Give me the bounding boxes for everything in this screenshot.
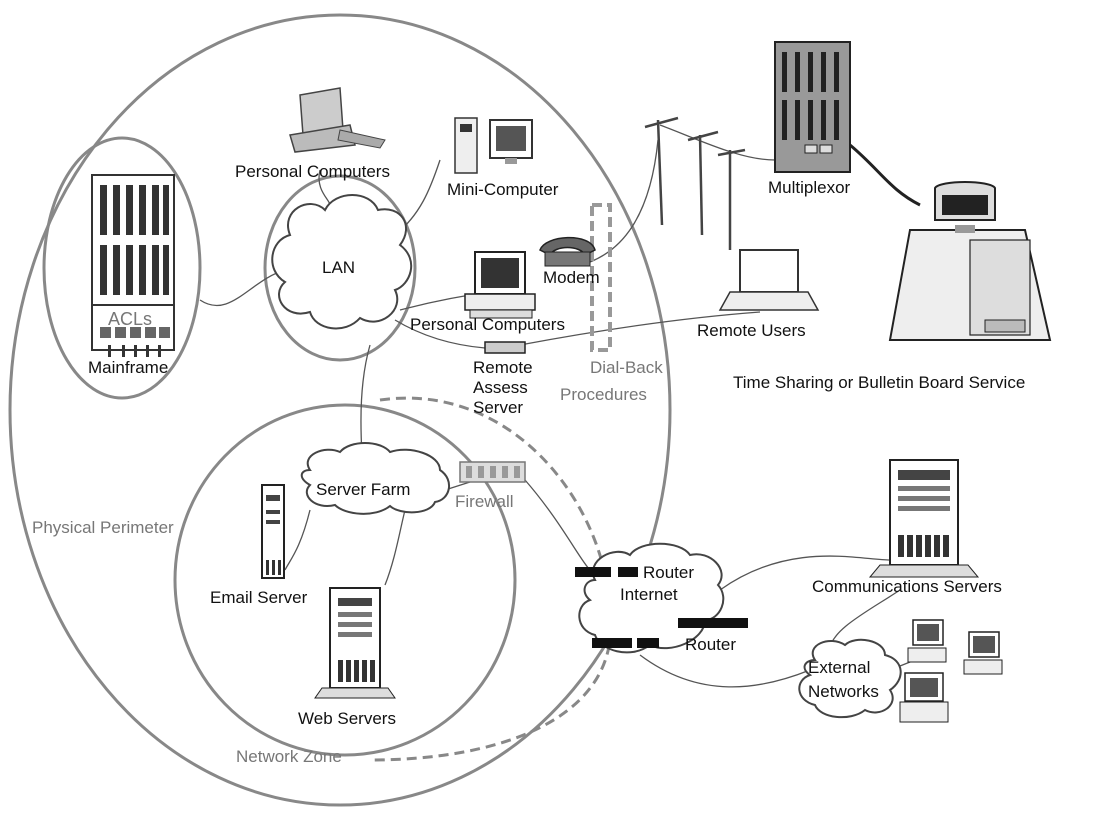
web-server-icon (314, 587, 396, 699)
router-bottom-label: Router (685, 635, 736, 654)
communications-server-icon (868, 459, 980, 578)
laptop-icon (718, 249, 820, 311)
remote-access-server-icon (484, 341, 526, 354)
router-top-label: Router (643, 563, 694, 582)
link-pcmid-lan (399, 294, 471, 311)
multiplexor-label: Multiplexor (768, 178, 851, 197)
remote-assess-server-label-2: Assess (473, 378, 528, 397)
link-firewall-internet (524, 479, 591, 571)
network-zone-label: Network Zone (236, 747, 342, 766)
terminal-icon (888, 181, 1052, 341)
mini-computer-icon (454, 117, 533, 174)
server-farm-cloud-icon (300, 442, 450, 515)
lan-label: LAN (322, 258, 355, 277)
lan-boundary (263, 174, 417, 362)
link-lan-remote-server (394, 319, 486, 349)
communications-servers-label: Communications Servers (812, 577, 1002, 596)
utility-pole-icon (644, 116, 746, 250)
email-server-icon (261, 484, 285, 579)
multiplexor-icon (774, 41, 851, 173)
dial-back-barrier (590, 203, 612, 352)
link-multiplexor-terminal (849, 143, 921, 207)
web-servers-label: Web Servers (298, 709, 396, 728)
personal-computer-mid-icon (464, 251, 536, 319)
firewall-icon (459, 461, 526, 483)
link-serverfarm-email (284, 509, 311, 571)
firewall-label: Firewall (455, 492, 514, 511)
time-sharing-label: Time Sharing or Bulletin Board Service (733, 373, 1025, 392)
link-router-external (639, 654, 811, 688)
remote-assess-server-label-3: Server (473, 398, 523, 417)
network-zone-boundary (173, 403, 517, 757)
server-farm-label: Server Farm (316, 480, 410, 499)
router-bottom-icon (592, 618, 748, 648)
link-remote-users (519, 311, 761, 346)
lan-cloud-icon (271, 194, 413, 330)
link-router-comms (719, 555, 891, 591)
email-server-label: Email Server (210, 588, 308, 607)
dial-back-label-1: Dial-Back (590, 358, 663, 377)
remote-assess-server-label-1: Remote (473, 358, 533, 377)
external-networks-label-2: Networks (808, 682, 879, 701)
link-modem-pole (589, 139, 659, 263)
physical-perimeter-boundary (8, 13, 672, 807)
telephone-icon (539, 236, 596, 267)
dial-back-label-2: Procedures (560, 385, 647, 404)
internet-label: Internet (620, 585, 678, 604)
link-pole-multiplexor (659, 124, 776, 161)
link-serverfarm-web (384, 509, 406, 586)
personal-computer-icon (289, 87, 386, 153)
acls-label: ACLs (108, 309, 152, 329)
external-networks-label-1: External (808, 658, 870, 677)
link-lan-serverfarm (360, 344, 371, 456)
remote-users-label: Remote Users (697, 321, 806, 340)
external-pc-icon (899, 619, 1003, 723)
personal-computers-top-label: Personal Computers (235, 162, 390, 181)
mini-computer-label: Mini-Computer (447, 180, 559, 199)
mainframe-boundary (42, 136, 202, 400)
personal-computers-mid-label: Personal Computers (410, 315, 565, 334)
external-networks-cloud-icon (798, 638, 902, 719)
physical-perimeter-label: Physical Perimeter (32, 518, 174, 537)
modem-label: Modem (543, 268, 600, 287)
router-icon (575, 567, 638, 577)
link-mainframe-lan (199, 269, 286, 307)
mainframe-label: Mainframe (88, 358, 168, 377)
mainframe-icon (91, 174, 175, 357)
